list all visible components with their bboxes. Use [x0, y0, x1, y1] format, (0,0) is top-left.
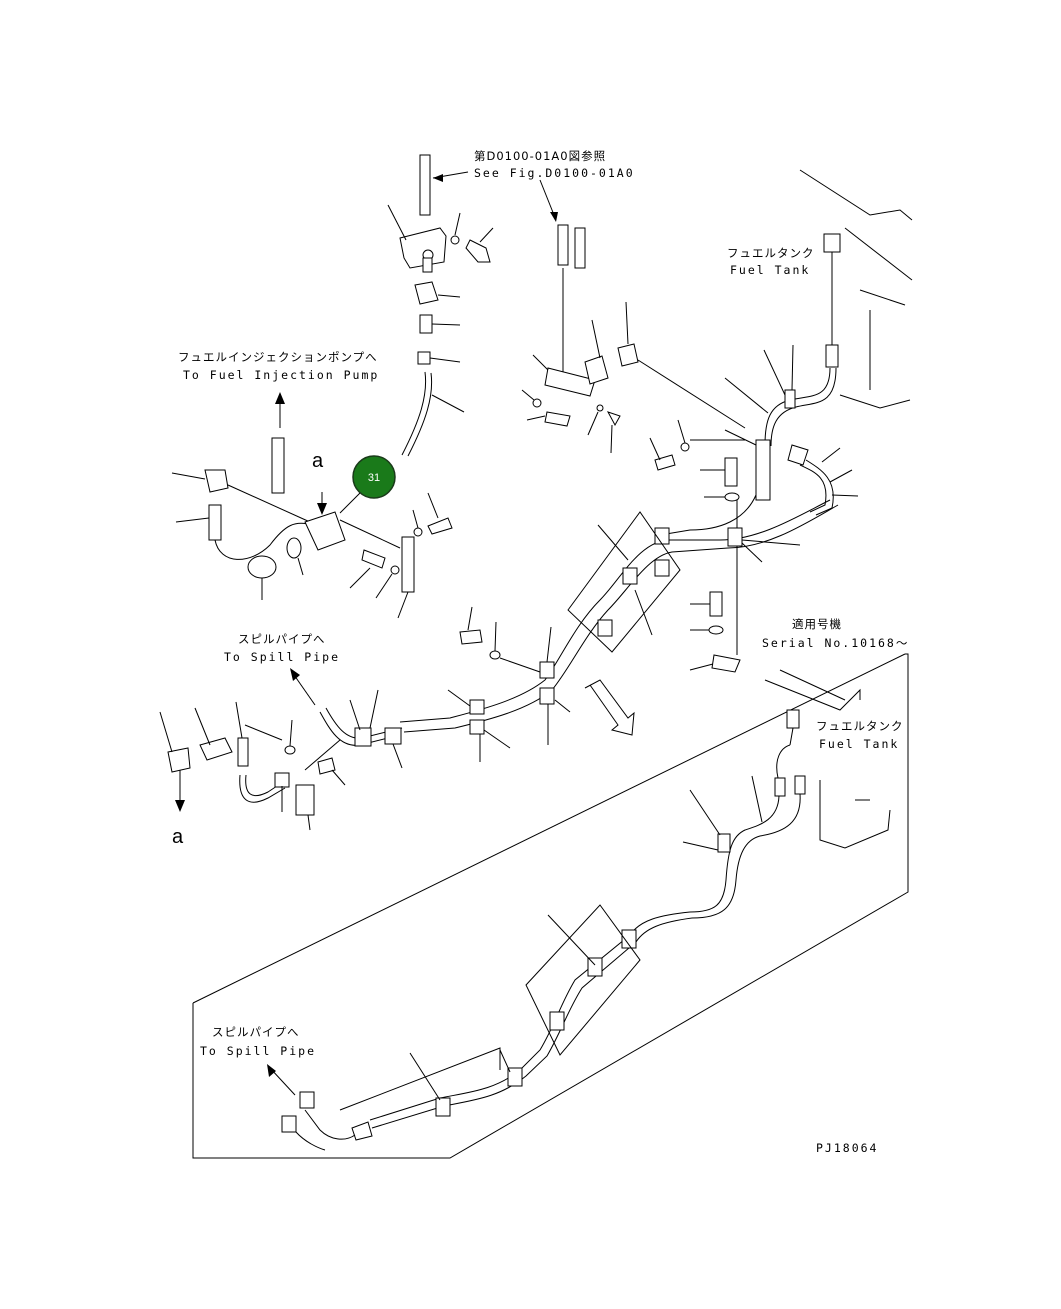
spill-pipe2-arrow-head	[267, 1064, 276, 1077]
fuel-tank-label-en: Fuel Tank	[730, 263, 810, 277]
callout-31-leader	[339, 492, 361, 514]
fuel-tank-label-jp: フュエルタンク	[727, 246, 815, 260]
spill-pipe-label-en: To Spill Pipe	[224, 650, 340, 664]
drawing-code: PJ18064	[816, 1141, 878, 1155]
mid-right-fittings	[521, 224, 746, 454]
reference-label-en: See Fig.D0100-01A0	[474, 166, 635, 180]
detail-fuel-tank	[281, 669, 891, 1151]
serial-label-jp: 適用号機	[792, 617, 842, 631]
spill-pipe-label-jp: スピルパイプへ	[238, 632, 326, 646]
bolt-washer-stack	[649, 419, 745, 673]
spill-pipe2-label-jp: スピルパイプへ	[212, 1025, 300, 1039]
serial-label-en: Serial No.10168～	[762, 636, 909, 650]
fuel-tank2-label-en: Fuel Tank	[819, 737, 899, 751]
spill-pipe-fittings	[159, 689, 403, 831]
fuel-tank2-label-jp: フュエルタンク	[816, 719, 904, 733]
injection-pump-label-jp: フュエルインジェクションポンプへ	[178, 350, 378, 364]
marker-a-bottom: a	[172, 826, 184, 848]
fuel-tank-top	[724, 169, 913, 516]
reference-arrow-head	[550, 212, 558, 222]
spill-pipe2-label-en: To Spill Pipe	[200, 1044, 316, 1058]
injection-pump-fittings	[171, 437, 453, 619]
upper-bracket-assembly	[387, 204, 494, 457]
reference-label-jp: 第D0100-01A0図参照	[474, 149, 606, 163]
marker-a-top: a	[312, 450, 324, 472]
injection-pump-label-en: To Fuel Injection Pump	[183, 368, 379, 382]
injection-pump-arrow-head	[275, 392, 285, 404]
callout-31[interactable]: 31	[352, 455, 396, 499]
serial-detail-frame	[192, 653, 909, 1159]
callout-31-circle	[352, 455, 396, 499]
reference-pipe-top	[419, 154, 469, 216]
serial-detail-frame-diagonal	[192, 653, 906, 1004]
callout-31-number: 31	[368, 472, 380, 484]
spill-pipe-arrow-head	[290, 668, 300, 681]
detail-arrow	[584, 679, 635, 736]
main-pipe-run	[399, 494, 839, 762]
